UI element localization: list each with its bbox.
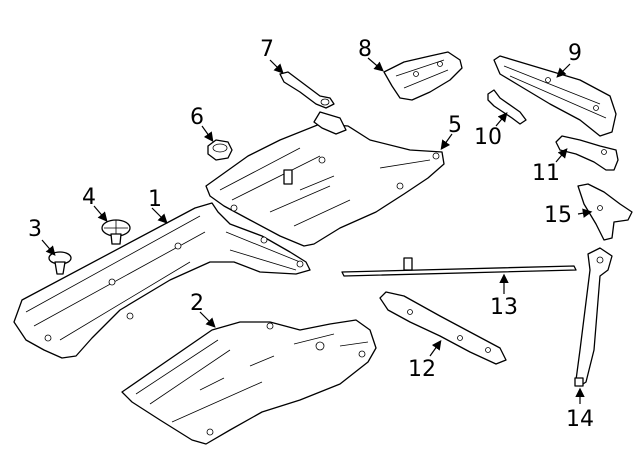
part-9-air-deflector[interactable]: [493, 55, 617, 137]
callout-10: 10: [474, 125, 502, 150]
part-13-cross-bar[interactable]: [341, 257, 577, 277]
callout-5: 5: [448, 113, 462, 138]
part-4-grommet[interactable]: [101, 219, 131, 245]
part-3-push-clip[interactable]: [48, 251, 72, 275]
part-8-deflector[interactable]: [383, 51, 463, 101]
part-7-strap[interactable]: [279, 71, 335, 109]
part-5-center-shield[interactable]: [205, 111, 445, 247]
callout-1: 1: [148, 187, 162, 212]
callout-8: 8: [358, 37, 372, 62]
part-14-tie-rod[interactable]: [574, 247, 613, 387]
callout-9: 9: [568, 41, 582, 66]
part-6-nut[interactable]: [207, 139, 233, 161]
callout-14: 14: [566, 407, 594, 432]
callout-2: 2: [190, 291, 204, 316]
part-15-corner-bracket[interactable]: [577, 183, 633, 241]
callout-3: 3: [28, 217, 42, 242]
callout-4: 4: [82, 185, 96, 210]
part-2-lower-shield[interactable]: [121, 319, 377, 445]
callout-labels: 1 2 3 4 5 6 7 8 9 10 11 12 13 14 15: [28, 37, 594, 432]
part-1-splash-shield[interactable]: [13, 202, 311, 359]
callout-13: 13: [490, 295, 518, 320]
callout-12: 12: [408, 357, 436, 382]
part-12-lower-brace[interactable]: [379, 291, 507, 365]
leader-lines: [41, 57, 593, 404]
callout-7: 7: [260, 37, 274, 62]
callout-11: 11: [532, 161, 560, 186]
callout-15: 15: [544, 203, 572, 228]
callout-6: 6: [190, 105, 204, 130]
part-10-small-bracket[interactable]: [487, 89, 527, 125]
part-11-reinforcement[interactable]: [555, 135, 619, 171]
